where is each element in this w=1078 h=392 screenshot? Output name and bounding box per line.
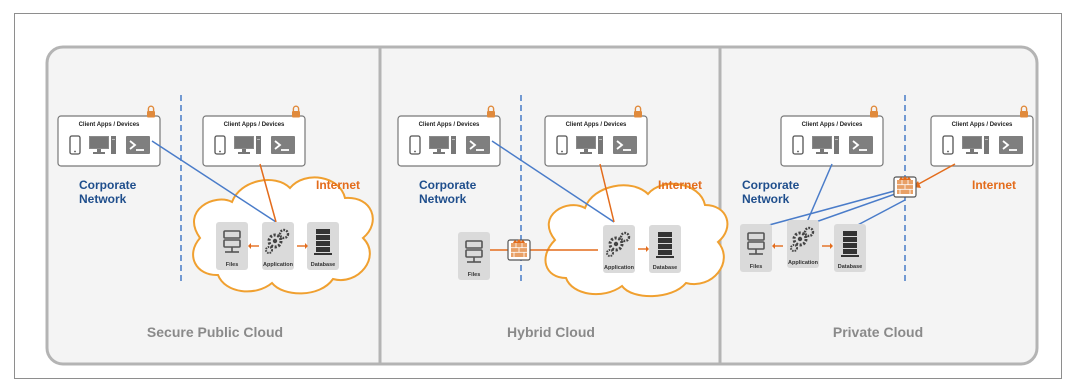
cloud-icon	[544, 182, 729, 298]
terminal-icon	[125, 135, 151, 155]
service-label-files: Files	[226, 262, 239, 268]
terminal-icon	[612, 135, 638, 155]
corporate-network-label: Network	[742, 192, 790, 206]
panel-title-private: Private Cloud	[833, 324, 923, 340]
panel-title-secure-public: Secure Public Cloud	[147, 324, 283, 340]
connection-line	[757, 189, 899, 229]
firewall-icon	[507, 238, 531, 261]
connection-line	[491, 140, 615, 223]
service-label-application: Application	[263, 262, 294, 268]
service-label-database: Database	[653, 265, 677, 271]
internet-label: Internet	[658, 178, 702, 192]
client-box-title: Client Apps / Devices	[952, 122, 1013, 128]
client-box-title: Client Apps / Devices	[224, 122, 285, 128]
corporate-network-label: Network	[419, 192, 467, 206]
connection-line	[806, 163, 833, 223]
connection-line	[151, 140, 277, 223]
service-label-files: Files	[750, 264, 763, 270]
connection-line	[914, 163, 956, 187]
panel-private-cloud: Client Apps / Devices Client Apps / Devi…	[739, 95, 1034, 285]
phone-icon	[409, 135, 421, 155]
client-box-internet: Client Apps / Devices	[544, 105, 648, 167]
service-label-application: Application	[788, 260, 819, 266]
corporate-network-label: Corporate	[742, 178, 800, 192]
terminal-icon	[270, 135, 296, 155]
panel-secure-public-cloud: Client Apps / Devices Client Apps / Devi…	[57, 95, 374, 295]
client-box-internet: Client Apps / Devices	[930, 105, 1034, 167]
connection-line	[851, 199, 906, 229]
terminal-icon	[998, 135, 1024, 155]
connection-line	[809, 192, 899, 225]
service-label-database: Database	[838, 264, 862, 270]
client-box-title: Client Apps / Devices	[419, 122, 480, 128]
diagram-container	[45, 45, 1039, 366]
client-box-corporate: Client Apps / Devices	[57, 105, 161, 167]
internet-label: Internet	[972, 178, 1016, 192]
phone-icon	[556, 135, 568, 155]
firewall-icon	[893, 175, 917, 198]
phone-icon	[69, 135, 81, 155]
client-box-title: Client Apps / Devices	[802, 122, 863, 128]
client-box-title: Client Apps / Devices	[79, 122, 140, 128]
internet-label: Internet	[316, 178, 360, 192]
client-box-internet: Client Apps / Devices	[202, 105, 306, 167]
corporate-network-label: Network	[79, 192, 127, 206]
terminal-icon	[848, 135, 874, 155]
phone-icon	[214, 135, 226, 155]
phone-icon	[942, 135, 954, 155]
client-box-corporate: Client Apps / Devices	[780, 105, 884, 167]
service-label-application: Application	[604, 265, 635, 271]
client-box-corporate: Client Apps / Devices	[397, 105, 501, 167]
phone-icon	[792, 135, 804, 155]
connection-line	[599, 163, 615, 223]
panel-title-hybrid: Hybrid Cloud	[507, 324, 595, 340]
service-label-files: Files	[468, 272, 481, 278]
corporate-network-label: Corporate	[419, 178, 477, 192]
client-box-title: Client Apps / Devices	[566, 122, 627, 128]
connection-line	[259, 163, 277, 223]
corporate-network-label: Corporate	[79, 178, 137, 192]
service-label-database: Database	[311, 262, 335, 268]
panel-hybrid-cloud: Client Apps / Devices Client Apps / Devi…	[397, 95, 729, 298]
terminal-icon	[465, 135, 491, 155]
